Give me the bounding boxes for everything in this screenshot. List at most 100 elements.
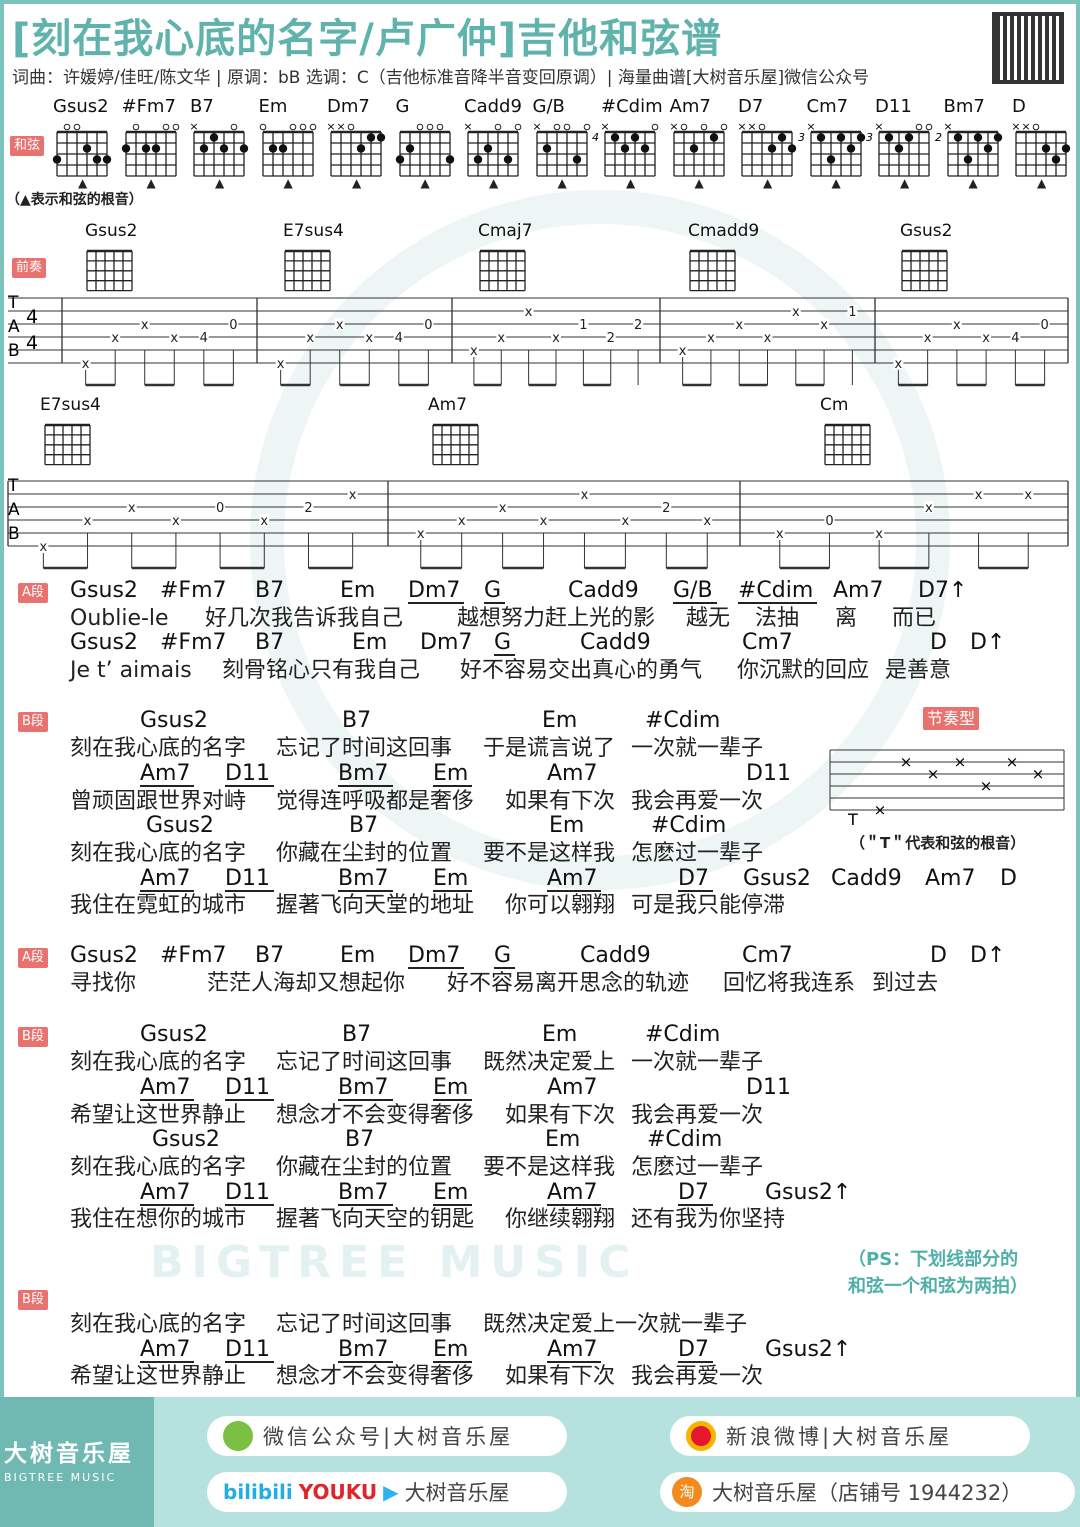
finger-dot bbox=[219, 144, 229, 153]
wechat-link[interactable]: 微信公众号|大树音乐屋 bbox=[207, 1416, 567, 1456]
chord-label: Gsus2 bbox=[140, 708, 208, 733]
muted-string-icon: × bbox=[874, 120, 883, 133]
tab-note: 0 bbox=[1040, 318, 1048, 333]
tab-note: x bbox=[128, 501, 136, 516]
chord-label: Cadd9 bbox=[580, 630, 651, 655]
chord-label: Bm7 bbox=[338, 1077, 393, 1101]
chord-label: #Fm7 bbox=[160, 630, 227, 655]
intro-chord-name: Gsus2 bbox=[900, 221, 953, 241]
chord-label: Am7 bbox=[140, 1182, 195, 1206]
root-note-legend: （▲表示和弦的根音） bbox=[6, 192, 143, 208]
lyric-text: 好几次我告诉我自己 bbox=[205, 606, 404, 631]
lyric-text: 寻找你 bbox=[70, 971, 137, 996]
chord-diagram-6: × bbox=[463, 120, 522, 177]
open-string-icon bbox=[700, 123, 707, 131]
open-string-icon bbox=[563, 123, 570, 131]
song-meta: 词曲：许媛婷/佳旺/陈文华 | 原调：bB 选调：C（吉他标准音降半音变回原调）… bbox=[12, 68, 870, 88]
tab-note: x bbox=[735, 318, 743, 333]
chord-label: Em bbox=[542, 708, 578, 733]
chord-diagram-14: ×× bbox=[1011, 120, 1071, 177]
tab-note: x bbox=[349, 488, 357, 503]
intro-chord-name: Am7 bbox=[428, 395, 468, 415]
root-marker-icon: ▲ bbox=[763, 176, 773, 190]
finger-dot bbox=[1051, 155, 1061, 164]
lyric-text: 越无 bbox=[686, 606, 731, 631]
open-string-icon bbox=[416, 123, 423, 131]
video-link[interactable]: bilibili YOUKU ▶ 大树音乐屋 bbox=[207, 1472, 567, 1512]
chord-label: Gsus2↑ bbox=[765, 1337, 852, 1362]
finger-dot bbox=[904, 133, 914, 142]
chord-label: Em bbox=[340, 943, 376, 968]
root-marker-icon: ▲ bbox=[215, 176, 225, 190]
chord-label: D7 bbox=[678, 1182, 713, 1206]
root-marker-icon: ▲ bbox=[489, 176, 499, 190]
lyric-text: 想念才不会变得奢侈 bbox=[276, 1364, 475, 1389]
play-icon: ▶ bbox=[383, 1480, 399, 1504]
finger-dot bbox=[199, 144, 209, 153]
muted-string-icon: × bbox=[189, 120, 198, 133]
finger-dot bbox=[356, 144, 366, 153]
open-string-icon bbox=[426, 123, 433, 131]
muted-string-icon: × bbox=[326, 120, 335, 133]
tab-note: x bbox=[975, 488, 983, 503]
finger-dot bbox=[239, 144, 249, 153]
rhythm-stroke: × bbox=[927, 765, 940, 783]
chord-label: Em bbox=[542, 1022, 578, 1047]
chord-label: Em bbox=[549, 813, 585, 838]
rhythm-note: （＂T＂代表和弦的根音） bbox=[850, 834, 1026, 852]
chord-diagram-4: ×× bbox=[326, 120, 386, 177]
page-title: [刻在我心底的名字/卢广仲]吉他和弦谱 bbox=[12, 16, 723, 62]
weibo-link[interactable]: 新浪微博|大树音乐屋 bbox=[670, 1416, 1030, 1456]
chord-label: Em bbox=[433, 868, 473, 892]
lyric-text: 忘记了时间这回事 bbox=[276, 736, 453, 761]
chord-label: G/B bbox=[673, 580, 717, 604]
chord-label: Am7 bbox=[547, 761, 598, 786]
chord-label: Am7 bbox=[547, 1182, 602, 1206]
finger-dot bbox=[395, 155, 404, 164]
root-marker-icon: ▲ bbox=[557, 176, 567, 190]
chord-label: Em bbox=[433, 1077, 473, 1101]
qr-code[interactable] bbox=[992, 12, 1064, 84]
tab-note: x bbox=[792, 305, 800, 320]
lyric-text: 你藏在尘封的位置 bbox=[276, 1155, 453, 1180]
open-string-icon bbox=[63, 123, 71, 131]
chord-label: #Cdim bbox=[738, 580, 818, 604]
intro-chord-name: Cmaj7 bbox=[478, 221, 533, 241]
tab-note: x bbox=[111, 331, 119, 346]
root-marker-icon: ▲ bbox=[968, 176, 978, 190]
base-fret-number: 3 bbox=[866, 131, 873, 144]
lyric-text: 越想努力赶上光的影 bbox=[457, 606, 656, 631]
tab-note: x bbox=[260, 514, 268, 529]
chord-label: D7↑ bbox=[918, 578, 968, 603]
open-string-icon bbox=[1032, 123, 1040, 131]
tab-letter: B bbox=[8, 524, 20, 544]
tab-note: 4 bbox=[395, 331, 403, 346]
chord-label: Em bbox=[340, 578, 376, 603]
chord-label: Em bbox=[545, 1127, 581, 1152]
rhythm-stroke: × bbox=[1006, 753, 1019, 771]
tab-note: x bbox=[84, 514, 92, 529]
chord-label: Cadd9 bbox=[831, 866, 902, 891]
lyric-text: 是善意 bbox=[885, 658, 952, 683]
chord-diagram-3 bbox=[259, 123, 316, 177]
rhythm-label: 节奏型 bbox=[923, 707, 980, 730]
lyric-text: 好不容易交出真心的勇气 bbox=[460, 658, 703, 683]
taobao-link[interactable]: 淘 大树音乐屋（店铺号 1944232） bbox=[660, 1472, 1075, 1512]
lyric-text: 怎麽过一辈子 bbox=[631, 841, 764, 866]
chord-label: B7 bbox=[255, 578, 285, 603]
chord-name-6: Cadd9 bbox=[464, 96, 522, 117]
chord-diagram-12: ×3 bbox=[866, 120, 933, 177]
root-marker-icon: ▲ bbox=[283, 176, 293, 190]
chord-label: #Cdim bbox=[645, 1022, 721, 1047]
chord-label: B7 bbox=[345, 1127, 375, 1152]
lyric-text: 法抽 bbox=[755, 606, 800, 631]
muted-string-icon: × bbox=[463, 120, 472, 133]
muted-string-icon: × bbox=[336, 120, 345, 133]
lyric-text: 你沉默的回应 bbox=[737, 658, 870, 683]
finger-dot bbox=[816, 133, 825, 142]
lyric-text: 你藏在尘封的位置 bbox=[276, 841, 453, 866]
base-fret-number: 4 bbox=[592, 131, 599, 144]
finger-dot bbox=[503, 155, 513, 164]
chord-label: D11 bbox=[225, 1182, 274, 1206]
muted-string-icon: × bbox=[600, 120, 609, 133]
